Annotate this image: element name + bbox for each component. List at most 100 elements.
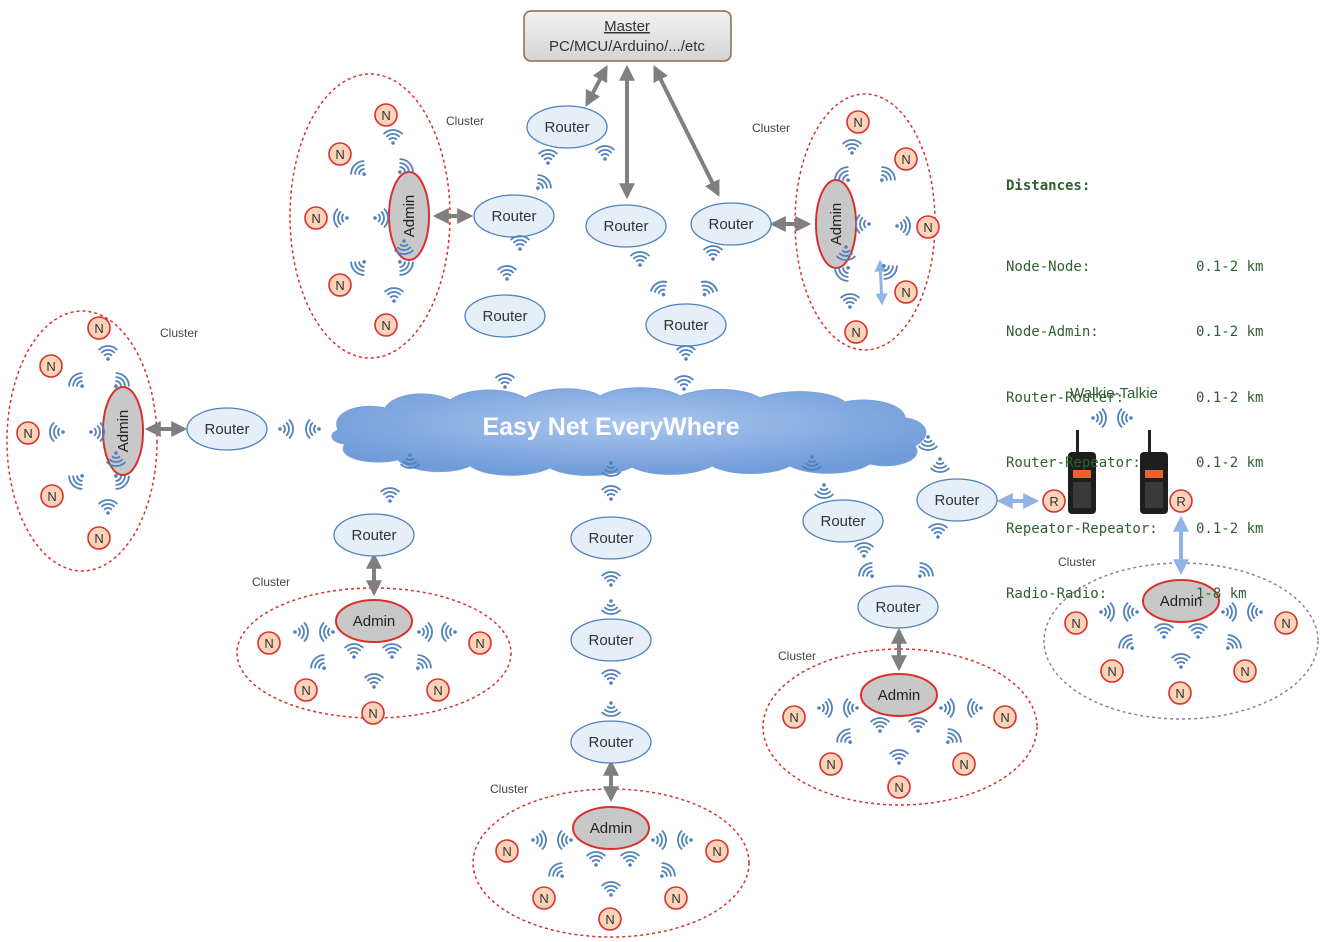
router-label: Router bbox=[588, 530, 633, 547]
master-title: Master bbox=[604, 18, 650, 35]
wifi-signal-icon bbox=[676, 345, 696, 361]
distance-value: 0.1-2 km bbox=[1196, 455, 1264, 472]
radio-label: R bbox=[1049, 494, 1058, 509]
router: Router bbox=[570, 516, 652, 560]
distance-key: Node-Admin: bbox=[1006, 324, 1099, 341]
node-label: N bbox=[1107, 664, 1116, 679]
node-label: N bbox=[381, 108, 390, 123]
node: N bbox=[846, 110, 870, 134]
wifi-signal-icon bbox=[384, 287, 404, 303]
cluster-label: Cluster bbox=[1058, 555, 1096, 569]
wifi-signal-icon bbox=[531, 830, 547, 850]
wifi-signal-icon bbox=[305, 419, 321, 439]
wifi-signal-icon bbox=[364, 673, 384, 689]
router: Router bbox=[802, 499, 884, 543]
node: N bbox=[916, 215, 940, 239]
wifi-signal-icon bbox=[1171, 653, 1191, 669]
node-label: N bbox=[959, 757, 968, 772]
node: N bbox=[495, 839, 519, 863]
wifi-signal-icon bbox=[68, 474, 84, 490]
node: N bbox=[328, 273, 352, 297]
node-label: N bbox=[539, 891, 548, 906]
wifi-signal-icon bbox=[319, 622, 335, 642]
admin-node: Admin bbox=[1142, 579, 1220, 623]
node: N bbox=[468, 631, 492, 655]
wifi-signal-icon bbox=[278, 419, 294, 439]
wifi-signal-icon bbox=[383, 129, 403, 145]
wifi-signal-icon bbox=[918, 562, 934, 578]
walkie-talkie-icon bbox=[1068, 430, 1096, 514]
router-label: Router bbox=[588, 734, 633, 751]
wifi-signal-icon bbox=[630, 251, 650, 267]
admin-node: Admin bbox=[388, 171, 430, 261]
wifi-signal-icon bbox=[114, 372, 130, 388]
node-label: N bbox=[46, 359, 55, 374]
wifi-signal-icon bbox=[497, 265, 517, 281]
wifi-signal-icon bbox=[660, 862, 676, 878]
node: N bbox=[257, 631, 281, 655]
node: N bbox=[39, 354, 63, 378]
router: Router bbox=[333, 513, 415, 557]
cluster-label: Cluster bbox=[446, 114, 484, 128]
node: N bbox=[819, 752, 843, 776]
distance-key: Router-Repeator: bbox=[1006, 455, 1141, 472]
wifi-signal-icon bbox=[601, 571, 621, 587]
node-label: N bbox=[94, 531, 103, 546]
wifi-signal-icon bbox=[548, 862, 564, 878]
router: Router bbox=[473, 194, 555, 238]
wifi-signal-icon bbox=[946, 728, 962, 744]
node-label: N bbox=[851, 325, 860, 340]
wifi-signal-icon bbox=[802, 455, 822, 471]
wifi-signal-icon bbox=[49, 422, 65, 442]
wifi-signal-icon bbox=[834, 266, 850, 282]
signal-icons bbox=[49, 129, 1263, 897]
distances-panel: Distances: Node-Node:0.1-2 km Node-Admin… bbox=[1006, 132, 1263, 628]
node: N bbox=[1168, 681, 1192, 705]
distance-key: Router-Router: bbox=[1006, 389, 1125, 406]
radio-label: R bbox=[1176, 494, 1185, 509]
node: N bbox=[598, 907, 622, 931]
distance-row: Radio-Radio:1-8 km bbox=[1006, 584, 1263, 606]
router-label: Router bbox=[820, 513, 865, 530]
router-label: Router bbox=[544, 119, 589, 136]
wifi-signal-icon bbox=[1091, 408, 1107, 428]
node: N bbox=[894, 147, 918, 171]
cluster-label: Cluster bbox=[778, 649, 816, 663]
node-label: N bbox=[901, 152, 910, 167]
node-label: N bbox=[853, 115, 862, 130]
walkie-talkie-label: Walkie-Talkie bbox=[1070, 385, 1158, 402]
wifi-signal-icon bbox=[400, 453, 420, 469]
wifi-signal-icon bbox=[895, 216, 911, 236]
node: N bbox=[1233, 659, 1257, 683]
wifi-signal-icon bbox=[703, 245, 723, 261]
node-label: N bbox=[1175, 686, 1184, 701]
node: N bbox=[1274, 611, 1298, 635]
wifi-signal-icon bbox=[1099, 602, 1115, 622]
wifi-signal-icon bbox=[939, 698, 955, 718]
node: N bbox=[304, 206, 328, 230]
distance-key: Repeator-Repeator: bbox=[1006, 520, 1158, 537]
wifi-signal-icon bbox=[836, 245, 856, 261]
wifi-signal-icon bbox=[557, 830, 573, 850]
node: N bbox=[426, 678, 450, 702]
router: Router bbox=[645, 303, 727, 347]
admin-node: Admin bbox=[335, 599, 413, 643]
distance-key: Radio-Radio: bbox=[1006, 585, 1108, 602]
admins: Admin Admin Admin Admin Admin Admin Admi… bbox=[102, 171, 1220, 850]
wifi-signal-icon bbox=[510, 235, 530, 251]
node-label: N bbox=[264, 636, 273, 651]
admin-label: Admin bbox=[1160, 593, 1203, 610]
node-label: N bbox=[1240, 664, 1249, 679]
admin-label: Admin bbox=[401, 195, 418, 238]
wifi-signal-icon bbox=[394, 239, 414, 255]
router-label: Router bbox=[663, 317, 708, 334]
radio-node: R bbox=[1042, 489, 1066, 513]
cluster-labels: Cluster Cluster Cluster Cluster Cluster … bbox=[160, 114, 1096, 796]
wifi-signal-icon bbox=[373, 208, 389, 228]
wifi-signal-icon bbox=[1226, 634, 1242, 650]
wifi-signal-icon bbox=[882, 264, 898, 280]
routers: Router Router Router Router Router Route… bbox=[186, 105, 998, 764]
wifi-signal-icon bbox=[601, 881, 621, 897]
node: N bbox=[374, 313, 398, 337]
router: Router bbox=[186, 407, 268, 451]
